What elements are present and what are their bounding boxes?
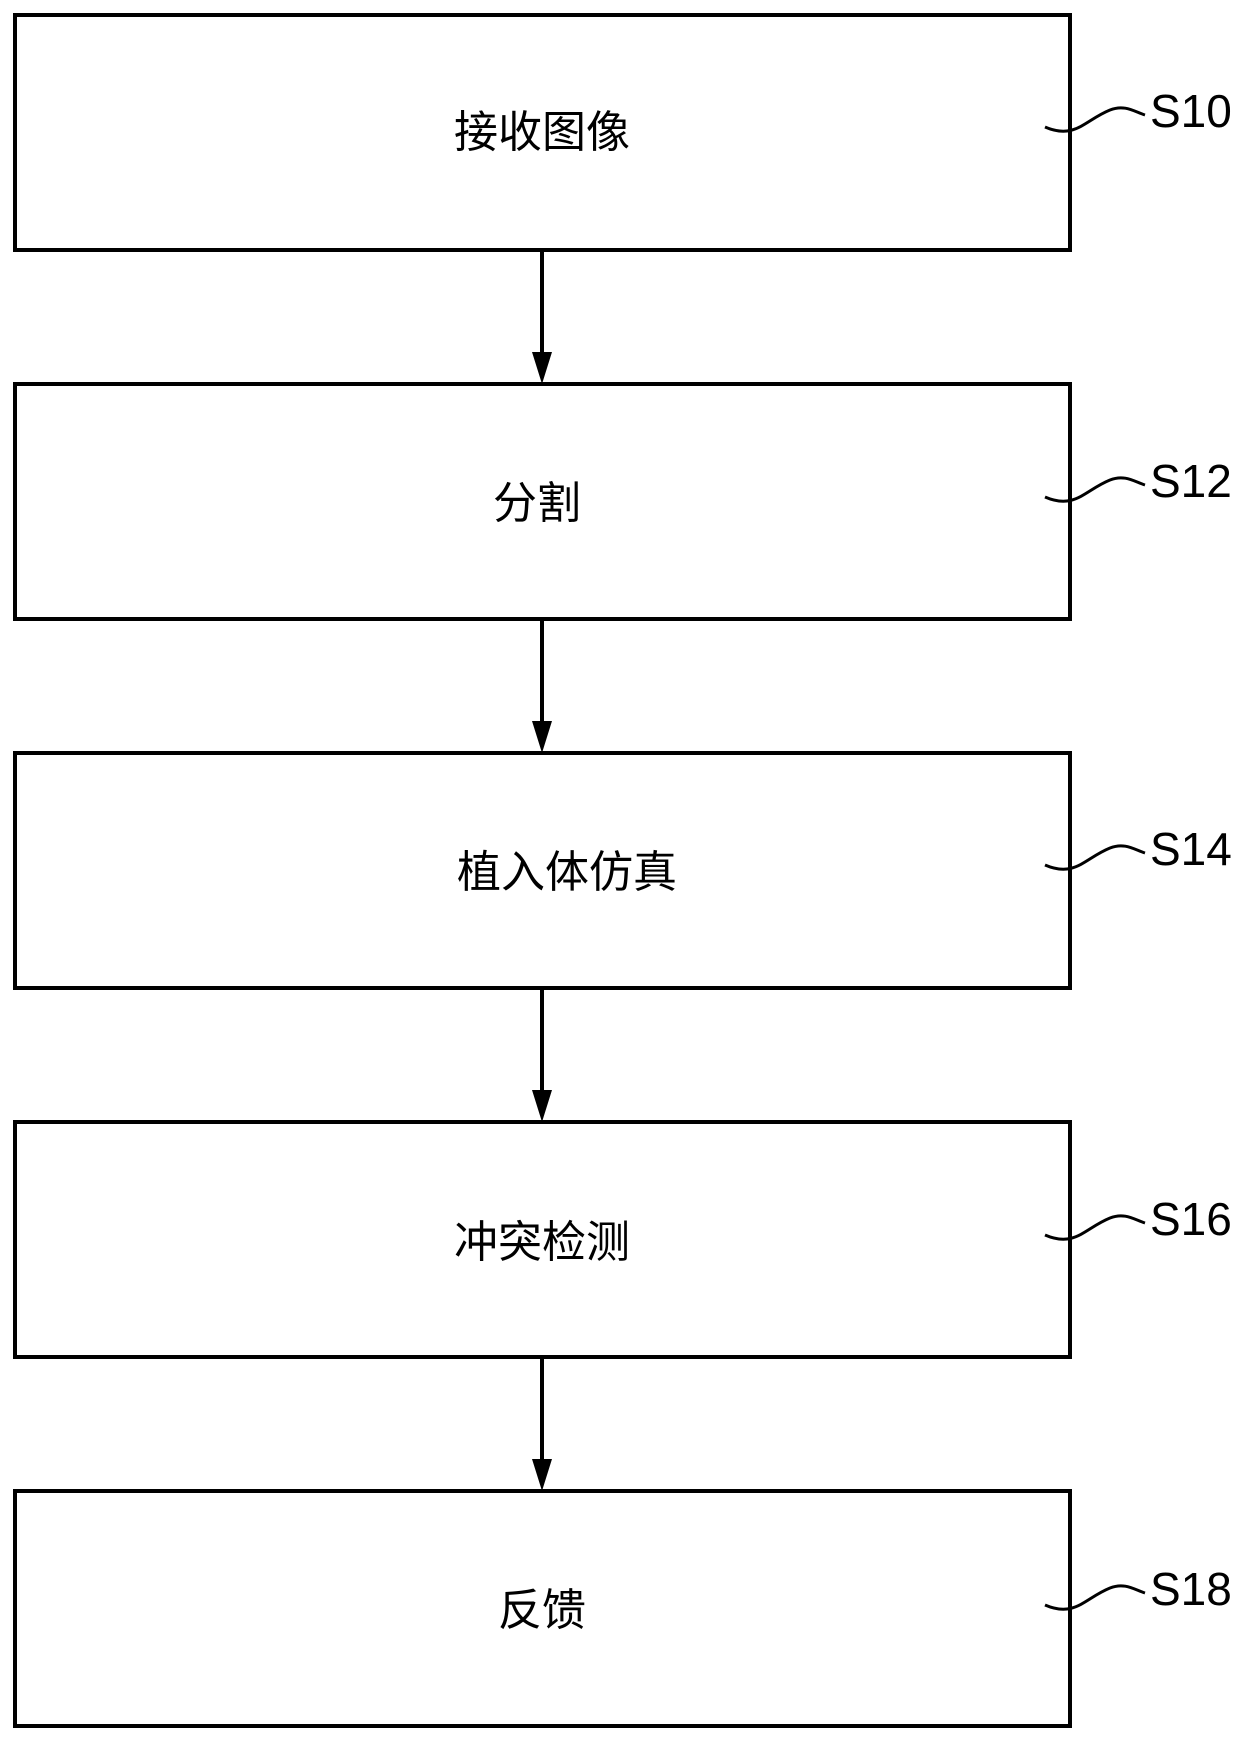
step-receive-image: 接收图像 S10 bbox=[15, 15, 1232, 250]
step-label: 冲突检测 bbox=[454, 1217, 630, 1268]
step-reference-number: S10 bbox=[1150, 85, 1232, 137]
flow-arrow bbox=[532, 250, 552, 384]
step-label: 植入体仿真 bbox=[457, 847, 677, 898]
step-implant-simulation: 植入体仿真 S14 bbox=[15, 753, 1232, 988]
step-reference-number: S14 bbox=[1150, 823, 1232, 875]
step-label: 分割 bbox=[493, 478, 581, 529]
step-label: 反馈 bbox=[498, 1585, 586, 1636]
flow-arrow bbox=[532, 1357, 552, 1491]
step-reference-number: S18 bbox=[1150, 1563, 1232, 1615]
step-reference-number: S16 bbox=[1150, 1193, 1232, 1245]
step-segmentation: 分割 S12 bbox=[15, 384, 1232, 619]
flow-arrow bbox=[532, 619, 552, 753]
step-label: 接收图像 bbox=[454, 107, 630, 158]
step-reference-number: S12 bbox=[1150, 455, 1232, 507]
step-collision-detection: 冲突检测 S16 bbox=[15, 1122, 1232, 1357]
step-feedback: 反馈 S18 bbox=[15, 1491, 1232, 1726]
flow-arrow bbox=[532, 988, 552, 1122]
